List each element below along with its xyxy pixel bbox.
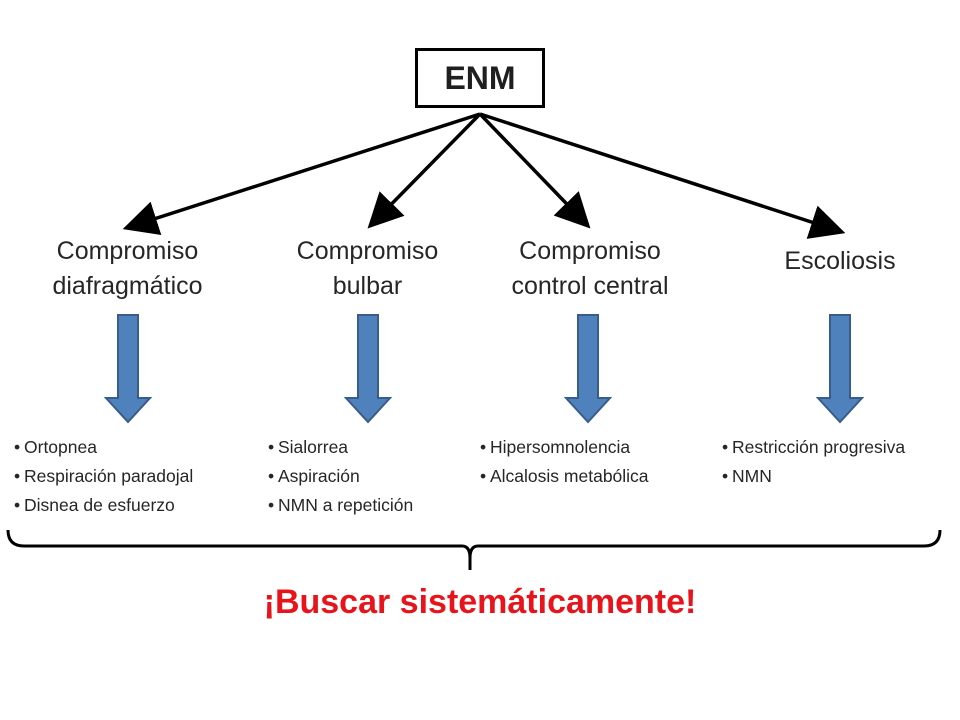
root-node-label: ENM — [444, 59, 516, 96]
arrow-to-diafragmatico — [122, 112, 481, 236]
findings-list-bulbar: Sialorrea Aspiración NMN a repetición — [268, 433, 413, 520]
list-item: Disnea de esfuerzo — [14, 491, 193, 520]
category-title-line: bulbar — [332, 272, 403, 300]
down-arrow-bulbar — [343, 314, 393, 424]
conclusion-text: ¡Buscar sistemáticamente! — [263, 583, 697, 621]
arrow-to-bulbar — [367, 112, 482, 229]
list-item: Ortopnea — [14, 433, 193, 462]
root-node-enm: ENM — [415, 48, 545, 108]
list-item: NMN a repetición — [268, 491, 413, 520]
category-bulbar: Compromiso bulbar — [270, 234, 465, 304]
category-title-line: Escoliosis — [784, 247, 896, 275]
category-title-line: diafragmático — [52, 272, 203, 300]
category-title-line: Compromiso — [56, 237, 199, 265]
list-item: NMN — [722, 462, 905, 491]
list-item: Sialorrea — [268, 433, 413, 462]
category-control-central: Compromiso control central — [485, 234, 695, 304]
down-arrow-control-central — [563, 314, 613, 424]
list-item: Respiración paradojal — [14, 462, 193, 491]
down-arrow-escoliosis — [815, 314, 865, 424]
category-title-line: Compromiso — [296, 237, 439, 265]
down-arrow-diafragmatico — [103, 314, 153, 424]
category-title-line: control central — [511, 272, 669, 300]
findings-list-escoliosis: Restricción progresiva NMN — [722, 433, 905, 491]
category-diafragmatico: Compromiso diafragmático — [30, 234, 225, 304]
list-item: Restricción progresiva — [722, 433, 905, 462]
arrow-to-control-central — [478, 112, 591, 229]
list-item: Aspiración — [268, 462, 413, 491]
arrow-to-escoliosis — [479, 112, 846, 239]
findings-list-diafragmatico: Ortopnea Respiración paradojal Disnea de… — [14, 433, 193, 520]
bottom-brace — [6, 529, 942, 570]
category-title-line: Compromiso — [519, 237, 661, 265]
list-item: Alcalosis metabólica — [480, 462, 649, 491]
findings-list-control-central: Hipersomnolencia Alcalosis metabólica — [480, 433, 649, 491]
list-item: Hipersomnolencia — [480, 433, 649, 462]
category-escoliosis: Escoliosis — [760, 244, 920, 279]
